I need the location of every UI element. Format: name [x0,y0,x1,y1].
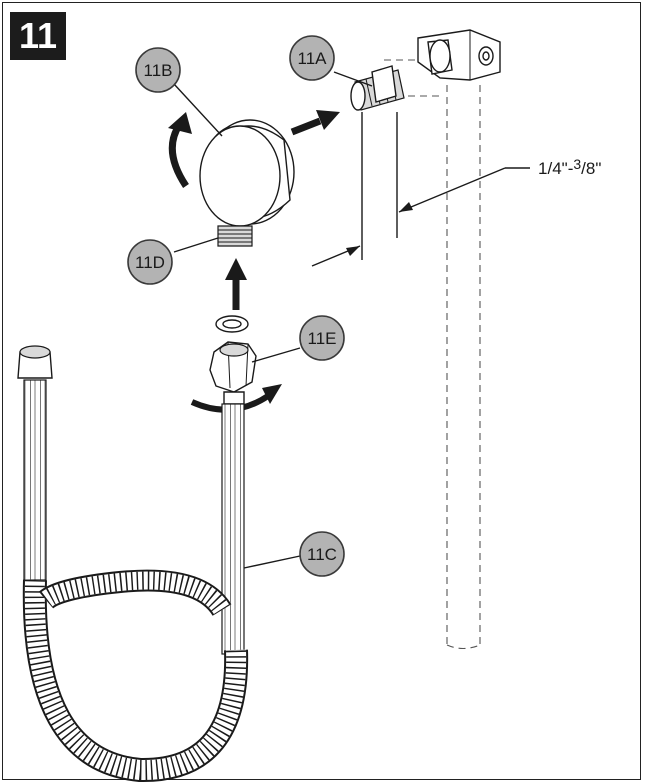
push-arrow-icon [290,110,340,136]
dimension-separator: "- [562,159,574,178]
callout-11a-label: 11A [298,49,328,68]
dimension-label: 1/4"-3/8" [538,156,601,178]
up-arrow-icon [225,258,247,310]
wall-outlet-11b [199,119,295,247]
callout-11e: 11E [299,315,345,361]
rotate-arrow-icon [168,112,192,188]
callout-11c-label: 11C [307,545,337,564]
dimension-numerator-2: 3 [573,156,581,172]
wall-elbow-bracket [417,29,501,81]
flexible-hose-11c [17,345,249,783]
callout-11c: 11C [299,531,345,577]
hose-nut-11e [209,341,257,405]
callout-11e-label: 11E [308,329,337,348]
callout-leaders [173,71,373,569]
washer [215,315,249,333]
step-number-badge: 11 [10,12,66,60]
callout-11b-label: 11B [144,61,173,80]
dimension-whole-1: 1 [538,159,547,178]
callout-11a: 11A [289,35,335,81]
callout-11d-label: 11D [135,253,165,272]
dimension-inch-mark: " [595,159,601,178]
threaded-nipple-11a [350,65,405,111]
dimension-fraction-1: /4 [547,159,561,178]
wall-supply-pipe [384,59,481,650]
depth-dimension [311,112,530,267]
callout-11b: 11B [135,47,181,93]
dimension-fraction-2: /8 [581,159,595,178]
callout-11d: 11D [127,239,173,285]
